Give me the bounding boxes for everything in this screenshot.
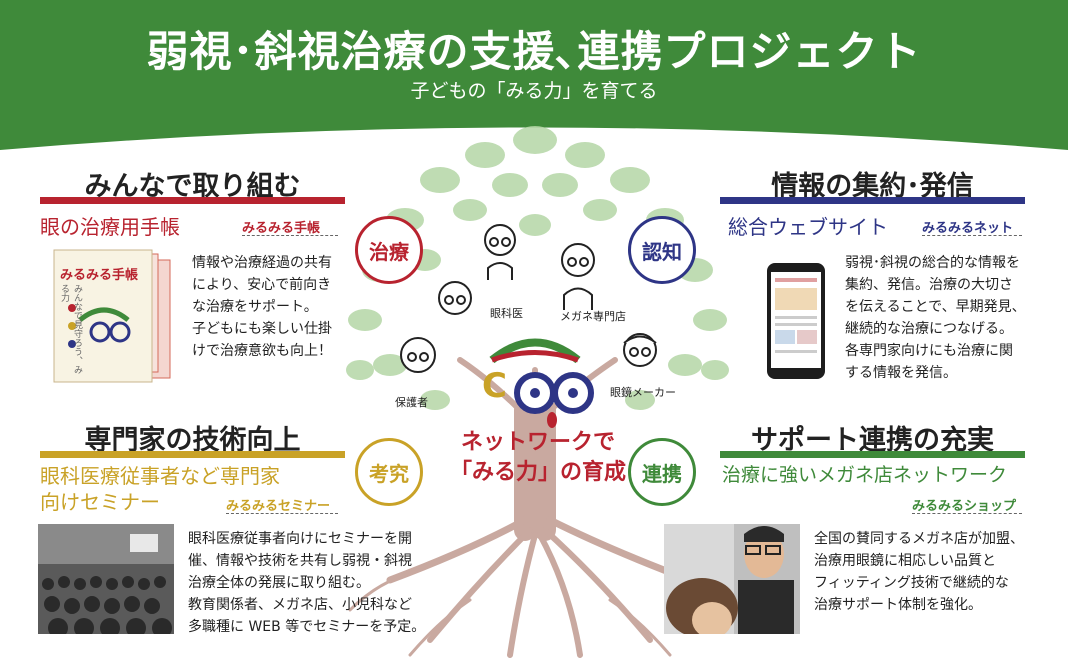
booklet-title: みるみる手帳: [60, 268, 139, 283]
tag-top-right: みるみるネット: [922, 221, 1014, 236]
section-bar-bottom-left: [40, 451, 345, 458]
section-bar-top-right: [720, 197, 1025, 204]
badge-awareness: 認知: [628, 216, 696, 284]
tag-top-left: みるみる手帳: [242, 221, 321, 236]
body-line: 眼科医療従事者向けにセミナーを開: [188, 531, 412, 547]
optician-icon: [561, 243, 595, 310]
body-line: な治療をサポート。: [192, 299, 318, 315]
badge-treatment: 治療: [355, 216, 423, 284]
mascot-letter: C: [482, 366, 507, 406]
tag-bottom-left: みるみるセミナー: [226, 499, 331, 514]
subheading-bottom-left-1: 眼科医療従事者など専門家: [40, 464, 280, 488]
section-heading-top-left: みんなで取り組む: [84, 171, 301, 202]
body-line: 集約、発信。治療の大切さ: [845, 277, 1013, 293]
center-line-1: ネットワークで: [460, 430, 615, 455]
maker-label: 眼鏡メーカー: [610, 386, 676, 399]
body-line: 治療サポート体制を強化。: [814, 597, 982, 613]
ophthalmologist-icon: [484, 224, 516, 280]
section-heading-bottom-left: 専門家の技術向上: [84, 425, 301, 456]
tag-underline-bottom-right: [912, 513, 1022, 514]
body-line: を伝えることで、早期発見、: [845, 299, 1026, 315]
subheading-top-left: 眼の治療用手帳: [40, 215, 180, 239]
body-bottom-left: 眼科医療従事者向けにセミナーを開 催、情報や技術を共有し弱視・斜視 治療全体の発…: [188, 528, 425, 638]
ophthalmologist-label: 眼科医: [490, 307, 523, 320]
header-banner: 弱視･斜視治療の支援､連携プロジェクト 子どもの「みる力」を育てる: [0, 0, 1068, 170]
body-line: 継続的な治療につなげる。: [845, 321, 1013, 337]
mascot-icon: [489, 338, 594, 428]
body-line: 多職種に WEB 等でセミナーを予定。: [188, 619, 426, 635]
body-bottom-right: 全国の賛同するメガネ店が加盟、 治療用眼鏡に相応しい品質と フィッティング技術で…: [814, 528, 1024, 616]
tag-underline-top-right: [922, 235, 1022, 236]
body-line: により、安心で前向き: [192, 277, 332, 293]
body-top-right: 弱視･斜視の総合的な情報を 集約、発信。治療の大切さ を伝えることで、早期発見、…: [845, 252, 1026, 384]
maker-icon: [623, 333, 657, 367]
tag-bottom-right: みるみるショップ: [912, 499, 1017, 514]
body-line: 治療全体の発展に取り組む。: [188, 575, 370, 591]
tag-underline-top-left: [242, 235, 338, 236]
body-line: 全国の賛同するメガネ店が加盟、: [814, 531, 1024, 547]
guardian-label: 保護者: [395, 396, 428, 409]
optician-label: メガネ専門店: [560, 310, 626, 323]
body-line: 催、情報や技術を共有し弱視・斜視: [188, 553, 412, 569]
badge-cooperation: 連携: [628, 438, 696, 506]
subheading-bottom-left-2: 向けセミナー: [40, 490, 160, 514]
section-bar-bottom-right: [720, 451, 1025, 458]
header-background: [0, 0, 1068, 150]
people-icons: [400, 224, 657, 373]
booklet-side-text: みんなで見守ろう、みる力: [59, 284, 82, 374]
body-line: 各専門家向けにも治療に関: [845, 343, 1013, 359]
subheading-bottom-right: 治療に強いメガネ店ネットワーク: [722, 464, 1008, 486]
center-message: ネットワークで 「みる力」の育成: [438, 428, 638, 488]
section-bar-top-left: [40, 197, 345, 204]
optician-fitting-photo: [664, 524, 800, 634]
body-line: 教育関係者、メガネ店、小児科など: [188, 597, 412, 613]
body-line: 治療用眼鏡に相応しい品質と: [814, 553, 996, 569]
seminar-photo: [38, 524, 174, 634]
section-heading-bottom-right: サポート連携の充実: [751, 425, 994, 456]
body-line: けで治療意欲も向上！: [192, 343, 332, 359]
tag-underline-bottom-left: [226, 513, 338, 514]
page-subtitle: 子どもの「みる力」を育てる: [410, 80, 658, 102]
tree-illustration: [346, 126, 732, 658]
section-heading-top-right: 情報の集約･発信: [771, 171, 974, 202]
page-title: 弱視･斜視治療の支援､連携プロジェクト: [146, 27, 922, 76]
booklet-image: [53, 249, 171, 383]
center-line-2: 「みる力」の育成: [449, 460, 626, 485]
body-line: フィッティング技術で継続的な: [814, 575, 1009, 591]
body-line: 弱視･斜視の総合的な情報を: [845, 255, 1020, 271]
body-line: する情報を発信。: [845, 365, 957, 381]
guardian-person-icon: [438, 281, 472, 315]
tree-leaves: [346, 126, 729, 410]
body-line: 子どもにも楽しい仕掛: [192, 321, 332, 337]
body-top-left: 情報や治療経過の共有 により、安心で前向き な治療をサポート。 子どもにも楽しい…: [192, 252, 332, 362]
guardian-icon: [400, 337, 436, 373]
smartphone-image: [767, 263, 825, 379]
subheading-top-right: 総合ウェブサイト: [728, 215, 888, 239]
badge-study: 考究: [355, 438, 423, 506]
tree-trunk-and-roots: [348, 357, 732, 658]
body-line: 情報や治療経過の共有: [192, 255, 332, 271]
